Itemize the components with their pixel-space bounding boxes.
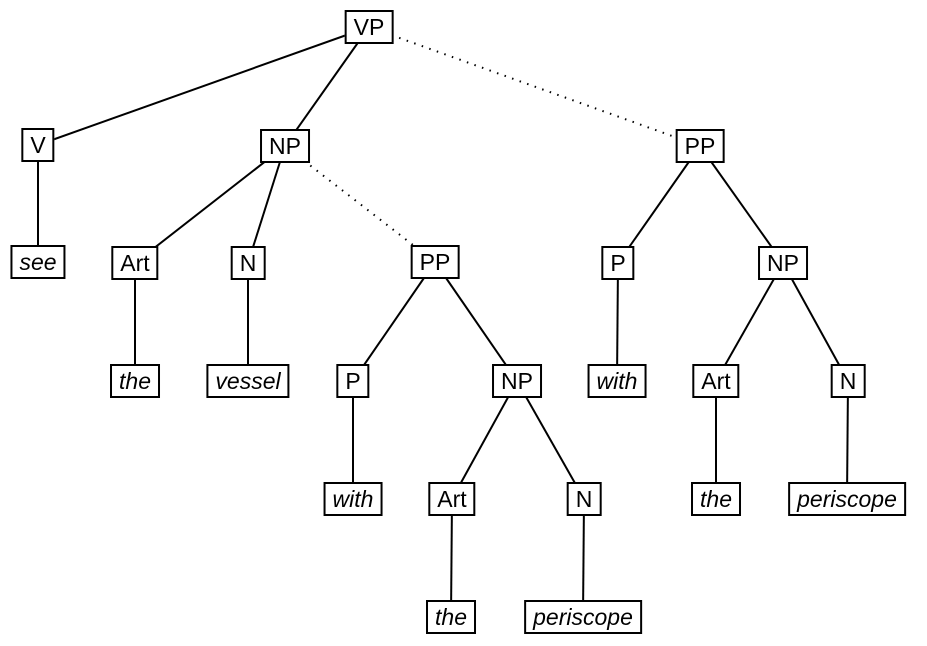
tree-edge-np_pp_np-art_pp_np-solid (451, 380, 518, 500)
tree-node-vp: VP (344, 10, 394, 44)
tree-edge-vp-pp_vp-dotted (368, 26, 701, 147)
tree-edge-np_obj-n_obj-solid (247, 145, 286, 264)
tree-node-pp_np: PP (410, 245, 460, 279)
tree-node-p_vp: P (601, 246, 635, 280)
tree-node-v: V (21, 128, 55, 162)
tree-node-w_vessel: vessel (206, 364, 290, 398)
tree-node-art_pp_vp: Art (692, 364, 740, 398)
tree-edge-np_pp_vp-art_pp_vp-solid (715, 262, 784, 382)
tree-edge-pp_vp-np_pp_vp-solid (699, 145, 784, 264)
tree-node-w_periscope_pp_np: periscope (524, 600, 642, 634)
tree-node-w_periscope_pp_vp: periscope (788, 482, 906, 516)
tree-node-np_pp_vp: NP (758, 246, 808, 280)
tree-edge-pp_np-np_pp_np-solid (434, 261, 518, 382)
tree-node-w_with_vp: with (587, 364, 647, 398)
tree-node-n_obj: N (230, 246, 266, 280)
tree-node-n_pp_np: N (566, 482, 602, 516)
tree-edge-n_pp_np-w_periscope_pp_np-solid (582, 498, 585, 618)
tree-node-w_with_np: with (323, 482, 383, 516)
tree-node-w_the_pp_vp: the (691, 482, 741, 516)
tree-edge-pp_vp-p_vp-solid (617, 145, 701, 264)
tree-edge-n_pp_vp-w_periscope_pp_vp-solid (846, 380, 849, 500)
tree-edge-np_obj-art_obj-solid (134, 145, 286, 264)
tree-node-np_obj: NP (260, 129, 310, 163)
tree-node-pp_vp: PP (675, 129, 725, 163)
tree-node-art_obj: Art (111, 246, 159, 280)
tree-edge-np_pp_np-n_pp_np-solid (516, 380, 585, 500)
tree-edge-art_pp_np-w_the_pp_np-solid (450, 498, 453, 618)
tree-edge-pp_np-p_np-solid (352, 261, 436, 382)
tree-node-np_pp_np: NP (492, 364, 542, 398)
tree-node-art_pp_np: Art (428, 482, 476, 516)
tree-edge-vp-np_obj-solid (284, 26, 370, 147)
tree-node-n_pp_vp: N (830, 364, 866, 398)
tree-node-p_np: P (336, 364, 370, 398)
tree-node-w_the_pp_np: the (426, 600, 476, 634)
tree-node-w_the_obj: the (110, 364, 160, 398)
tree-edge-np_pp_vp-n_pp_vp-solid (782, 262, 849, 382)
tree-edge-vp-v-solid (37, 26, 370, 146)
tree-node-w_see: see (10, 245, 66, 279)
tree-edge-p_vp-w_with_vp-solid (616, 262, 619, 382)
